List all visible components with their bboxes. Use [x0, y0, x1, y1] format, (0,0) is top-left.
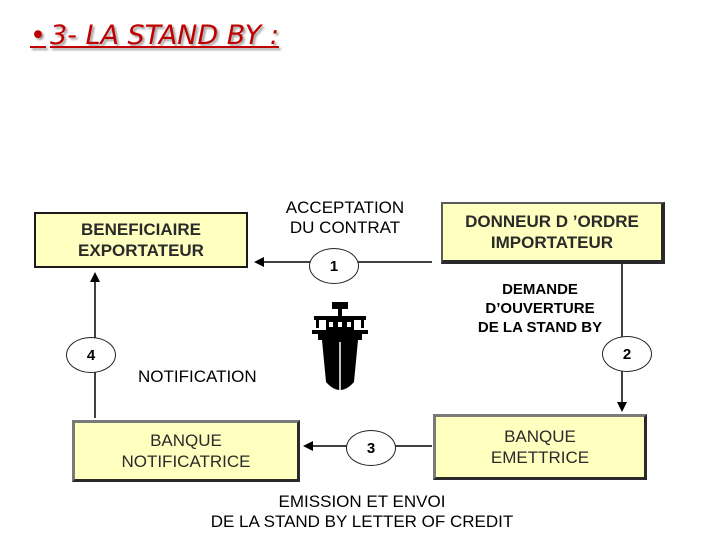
label-demande-ouverture: DEMANDE D’OUVERTURE DE LA STAND BY [455, 280, 625, 337]
box-donneur-ordre-importateur: DONNEUR D ’ORDRE IMPORTATEUR [441, 202, 665, 264]
step-3: 3 [346, 430, 396, 466]
ship-icon [312, 302, 368, 390]
step-4: 4 [66, 337, 116, 373]
label-acceptation-contrat: ACCEPTATION DU CONTRAT [262, 198, 428, 238]
title-text: 3- LA STAND BY : [49, 20, 279, 51]
demande-line3: DE LA STAND BY [477, 319, 603, 336]
banque-emettrice-line1: BANQUE [504, 427, 576, 446]
acceptation-line1: ACCEPTATION [285, 198, 405, 217]
banque-notificatrice-line2: NOTIFICATRICE [121, 452, 251, 471]
beneficiaire-line1: BENEFICIAIRE [81, 220, 201, 239]
label-emission-envoi: EMISSION ET ENVOI DE LA STAND BY LETTER … [168, 492, 556, 532]
beneficiaire-line2: EXPORTATEUR [78, 241, 204, 260]
banque-notificatrice-line1: BANQUE [150, 431, 222, 450]
step-1: 1 [309, 248, 359, 284]
page-title: •3- LA STAND BY : [30, 20, 279, 51]
acceptation-line2: DU CONTRAT [289, 218, 401, 237]
label-notification: NOTIFICATION [138, 367, 257, 386]
demande-line1: DEMANDE [502, 281, 578, 298]
emission-line2: DE LA STAND BY LETTER OF CREDIT [210, 512, 514, 531]
box-beneficiaire-exportateur: BENEFICIAIRE EXPORTATEUR [34, 212, 248, 268]
demande-line2: D’OUVERTURE [485, 300, 595, 317]
box-banque-emettrice: BANQUE EMETTRICE [433, 414, 647, 480]
donneur-line2: IMPORTATEUR [490, 233, 614, 252]
title-bullet: • [30, 20, 46, 51]
box-banque-notificatrice: BANQUE NOTIFICATRICE [72, 420, 300, 482]
donneur-line1: DONNEUR D ’ORDRE [465, 212, 639, 231]
banque-emettrice-line2: EMETTRICE [490, 448, 590, 467]
emission-line1: EMISSION ET ENVOI [278, 492, 446, 511]
step-2: 2 [602, 336, 652, 372]
